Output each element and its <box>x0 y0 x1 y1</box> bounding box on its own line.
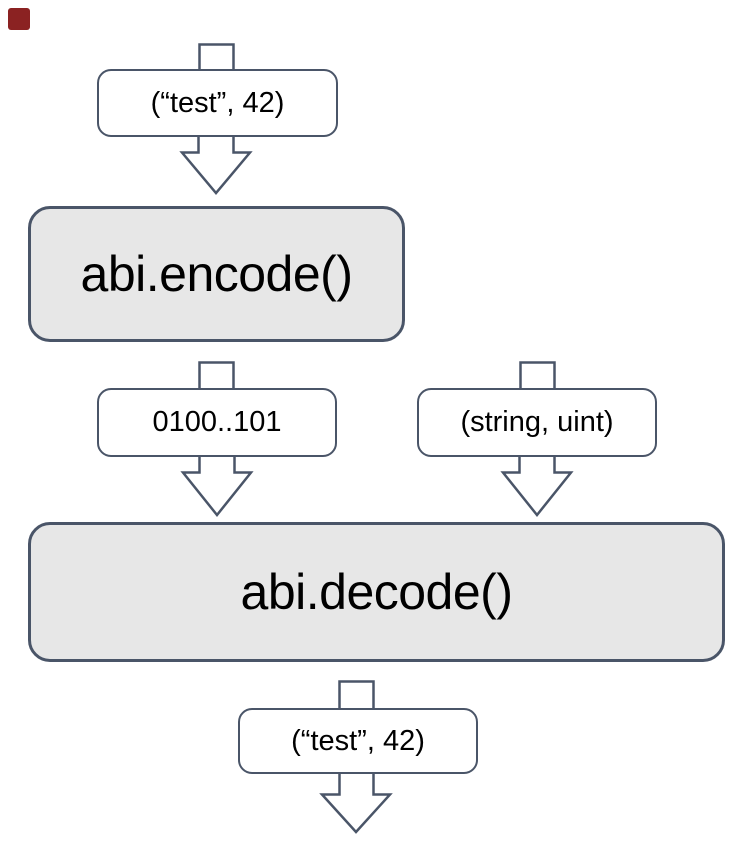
entry-tab-icon <box>338 680 375 710</box>
node-label: (string, uint) <box>460 406 614 438</box>
entry-tab-icon <box>198 361 235 390</box>
node-abi-decode: abi.decode() <box>28 522 725 662</box>
node-label: (“test”, 42) <box>150 86 285 119</box>
entry-tab-icon <box>519 361 556 390</box>
node-input-tuple: (“test”, 42) <box>97 69 338 137</box>
node-types-tuple: (string, uint) <box>417 388 657 457</box>
node-encoded-bytes: 0100..101 <box>97 388 337 457</box>
node-label: abi.decode() <box>240 564 513 620</box>
down-arrow-icon <box>319 771 393 834</box>
node-output-tuple: (“test”, 42) <box>238 708 478 774</box>
node-label: 0100..101 <box>152 406 282 438</box>
down-arrow-icon <box>180 454 254 518</box>
node-abi-encode: abi.encode() <box>28 206 405 342</box>
down-arrow-icon <box>179 134 253 195</box>
entry-tab-icon <box>198 43 235 71</box>
down-arrow-icon <box>500 454 574 518</box>
node-label: abi.encode() <box>80 246 353 302</box>
node-label: (“test”, 42) <box>291 724 425 757</box>
red-square-marker <box>8 8 30 30</box>
